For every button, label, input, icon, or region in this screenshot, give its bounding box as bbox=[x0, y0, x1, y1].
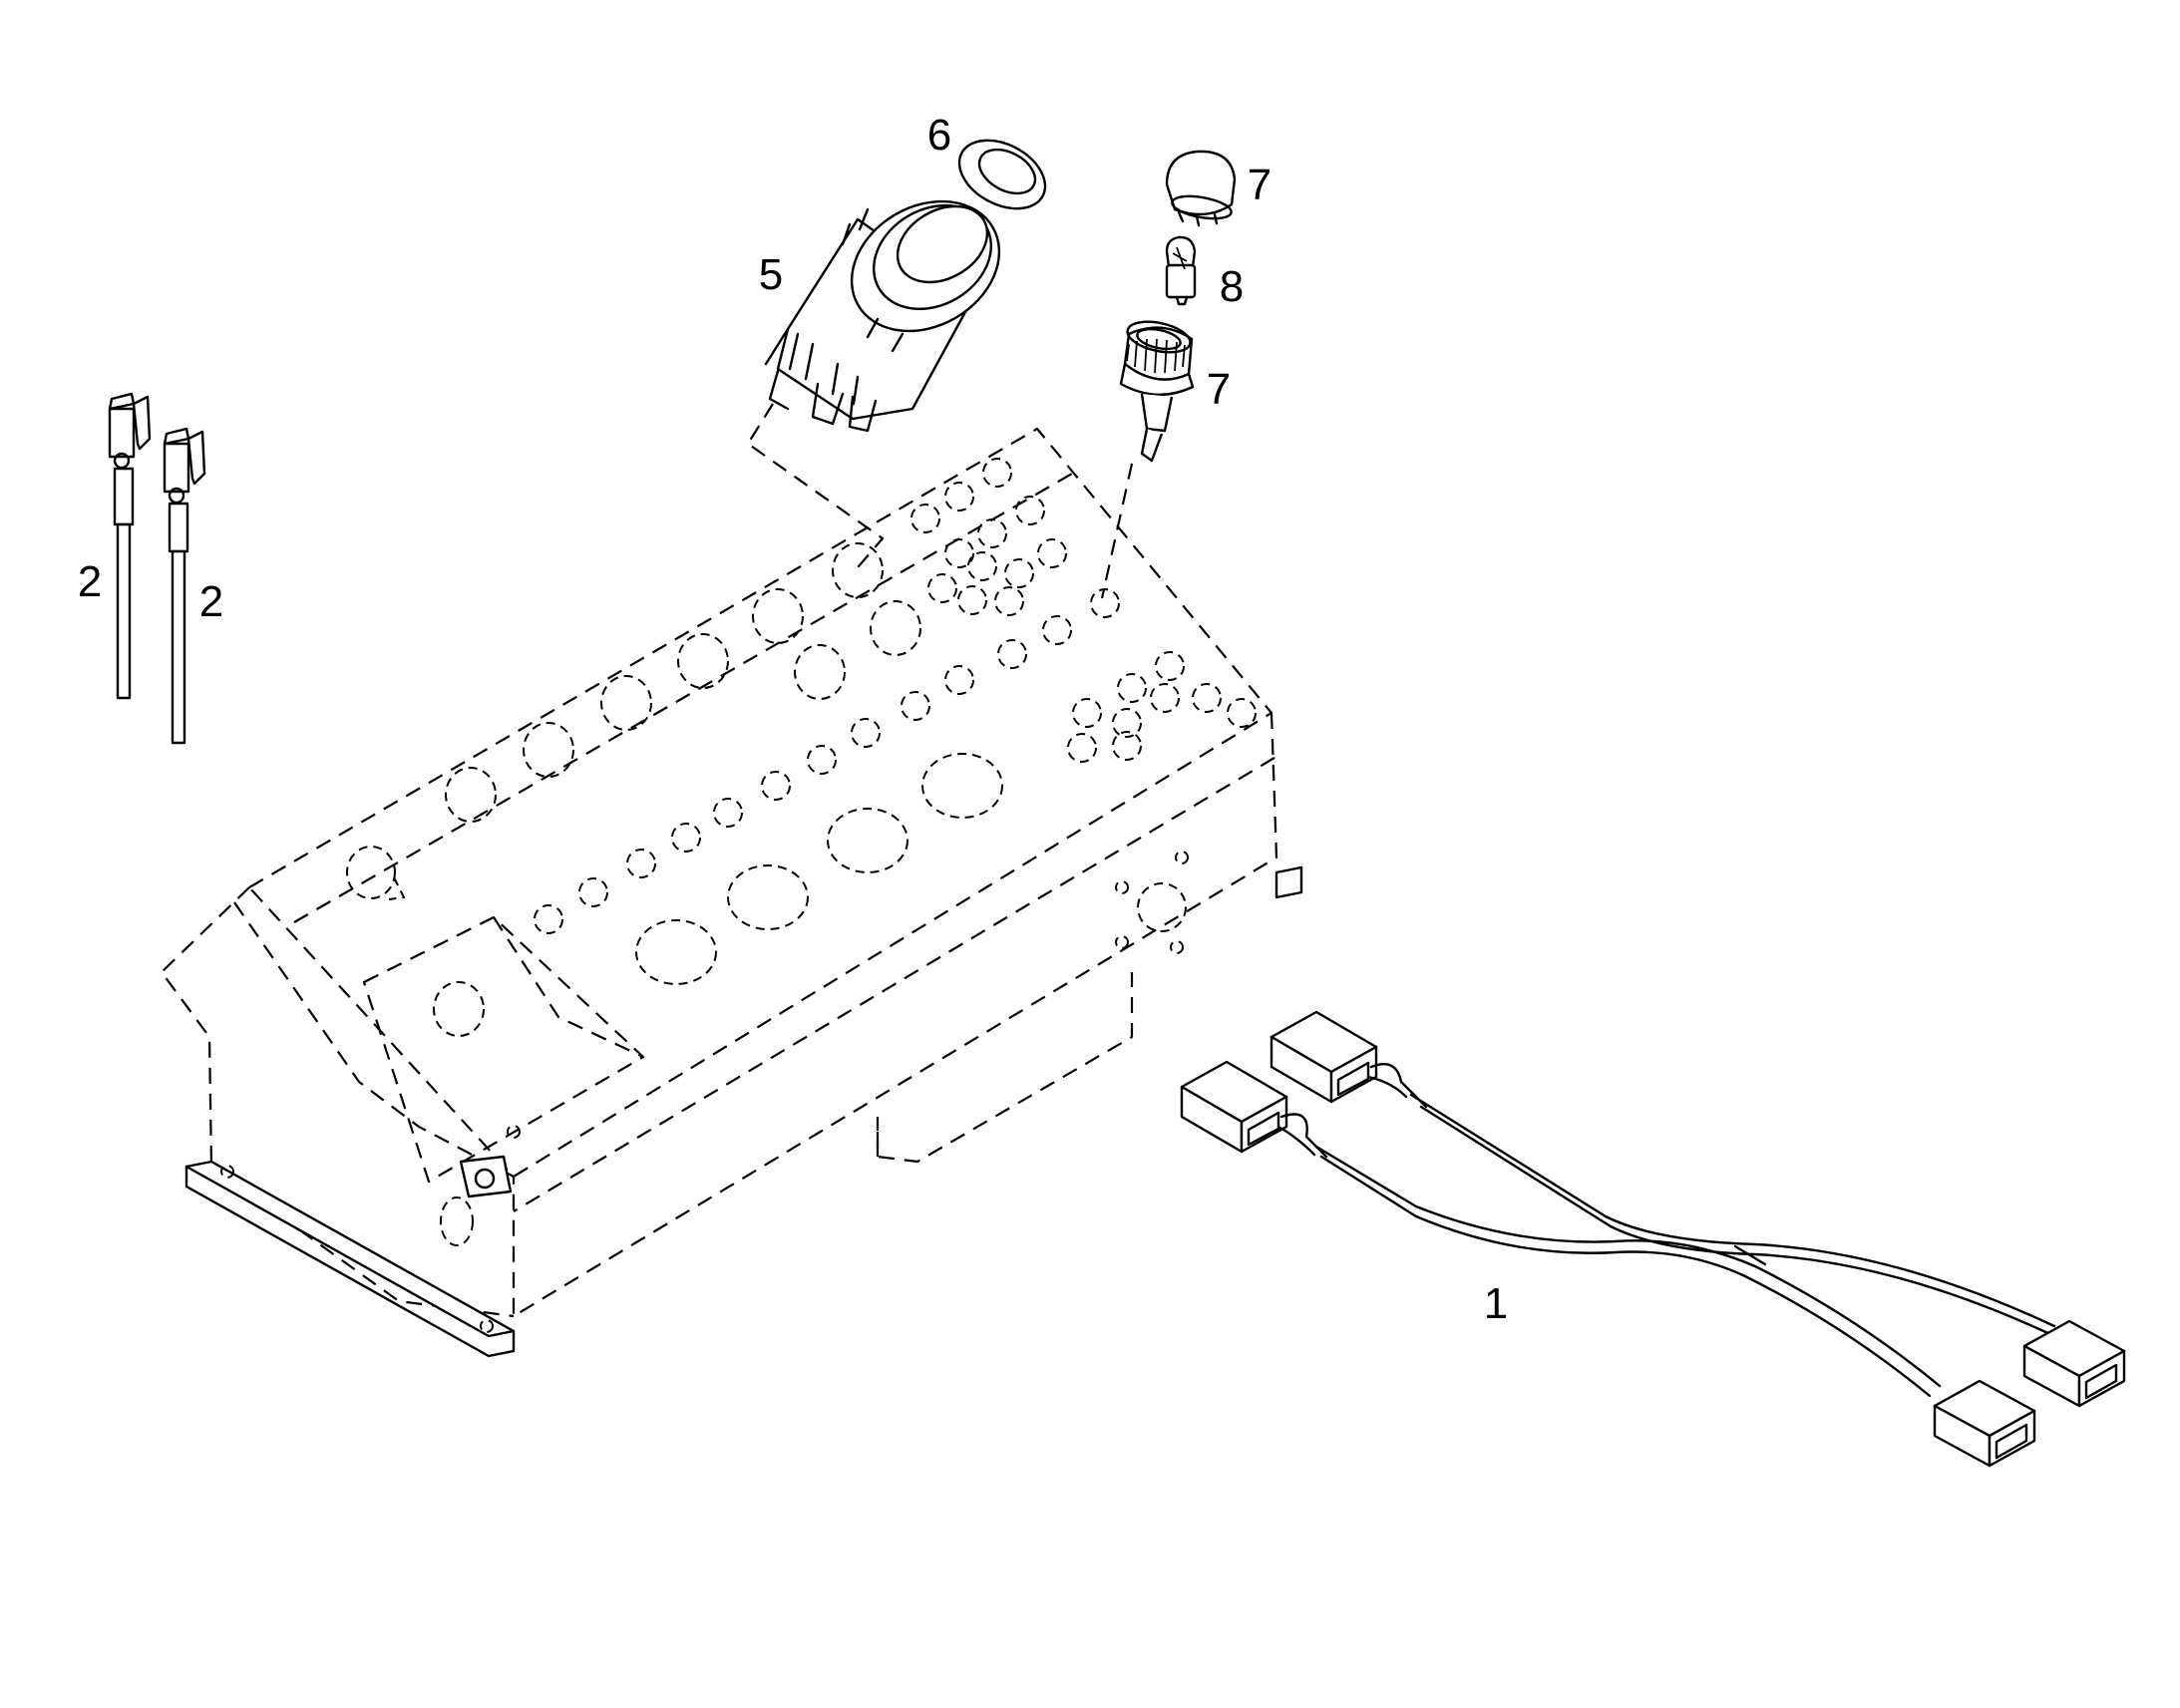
control-panel-housing bbox=[160, 427, 1303, 1358]
washer bbox=[957, 139, 1047, 210]
push-button-switch bbox=[764, 199, 1001, 433]
wire-lead-b bbox=[163, 427, 206, 745]
callout-6: 6 bbox=[927, 111, 951, 160]
callout-1: 1 bbox=[1484, 1279, 1508, 1328]
callout-7a: 7 bbox=[1248, 161, 1272, 209]
callout-5: 5 bbox=[759, 250, 783, 299]
wiring-harness bbox=[1180, 1010, 2126, 1468]
assembly-leader-lines bbox=[746, 403, 1134, 599]
callout-7b: 7 bbox=[1207, 365, 1231, 414]
bulb bbox=[1165, 235, 1197, 306]
wire-lead-a bbox=[108, 392, 152, 700]
panel-holes-upper bbox=[346, 458, 1120, 900]
lamp-holder bbox=[1119, 320, 1195, 463]
callout-8: 8 bbox=[1220, 262, 1244, 311]
callout-2a: 2 bbox=[78, 557, 102, 606]
lamp-lens-cap bbox=[1165, 150, 1237, 227]
callout-2b: 2 bbox=[199, 577, 223, 626]
panel-holes-lower bbox=[433, 651, 1257, 1037]
